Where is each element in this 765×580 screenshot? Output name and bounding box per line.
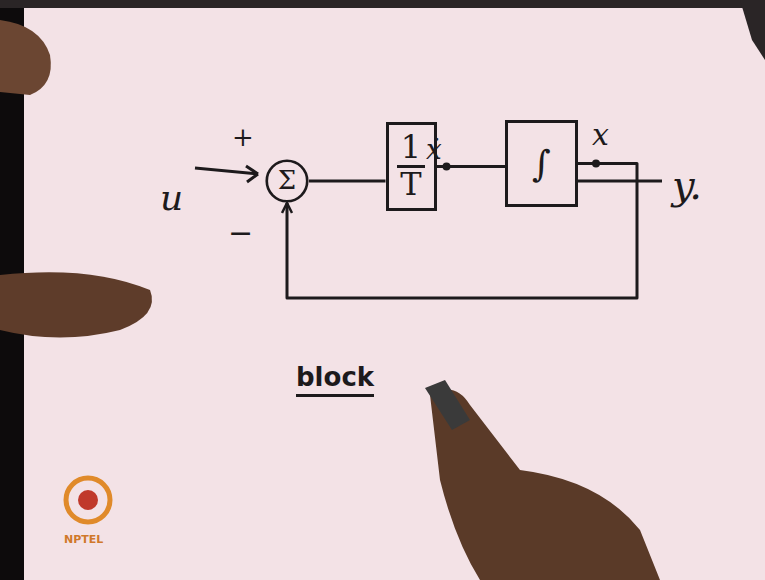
paper-corner [740,0,765,60]
signal-dot [443,163,451,171]
input-arrowhead [246,166,258,182]
input-signal: u [160,180,183,216]
logo-text: NPTEL [64,534,103,545]
signal-name: x [592,120,609,150]
logo-core [78,490,98,510]
note-text: block [296,364,374,397]
sign-mark: + [232,124,254,150]
hand [0,20,51,95]
dark-edge [0,0,765,8]
signal-dot [592,160,600,168]
pen [425,380,470,430]
denominator: T [400,168,421,202]
numerator: 1 [397,131,425,168]
block-symbol: Σ [278,167,296,194]
block-symbol: ∫ [532,145,551,183]
output-wire [578,180,662,183]
summing-junction: Σ [265,159,309,203]
logo-ring [66,478,110,522]
output-signal: y. [672,165,702,205]
sign-mark: − [228,218,253,248]
hand [0,272,152,337]
signal-name: ẋ [426,136,442,164]
integrator-block: ∫ [505,120,578,207]
signal-wire [309,180,386,183]
feedback-wire [287,164,637,299]
